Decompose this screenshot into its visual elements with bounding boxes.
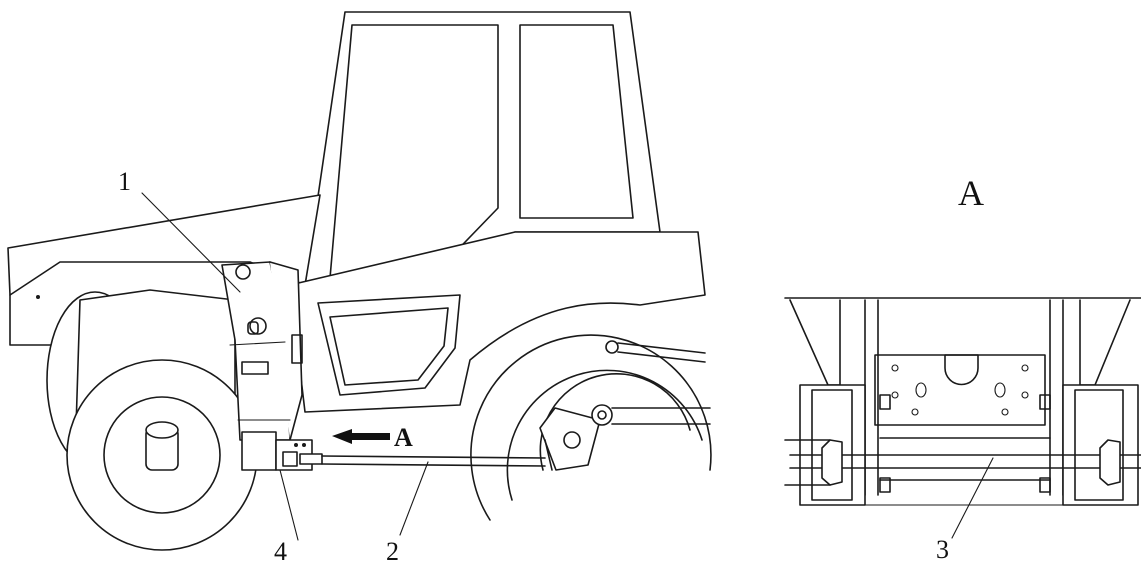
cross-shaft [789, 454, 1141, 469]
front-drum [46, 289, 258, 551]
mount-plate [874, 354, 1046, 426]
part-label-2: 2 [386, 537, 399, 562]
leader-lines [141, 192, 429, 541]
machine-side-view: A 1 4 2 [7, 11, 712, 562]
detail-view-title: A [958, 173, 984, 213]
part-label-4: 4 [274, 537, 287, 562]
leader-line-3 [951, 457, 994, 539]
view-arrow: A [332, 423, 413, 452]
chassis [289, 231, 706, 413]
part-label-3: 3 [936, 535, 949, 562]
detail-view-a: A [784, 173, 1141, 562]
rear-hub [539, 340, 711, 471]
connecting-rod [321, 455, 546, 467]
view-arrow-label: A [394, 423, 413, 452]
part-label-1: 1 [118, 167, 131, 196]
steering-bracket [241, 431, 323, 471]
